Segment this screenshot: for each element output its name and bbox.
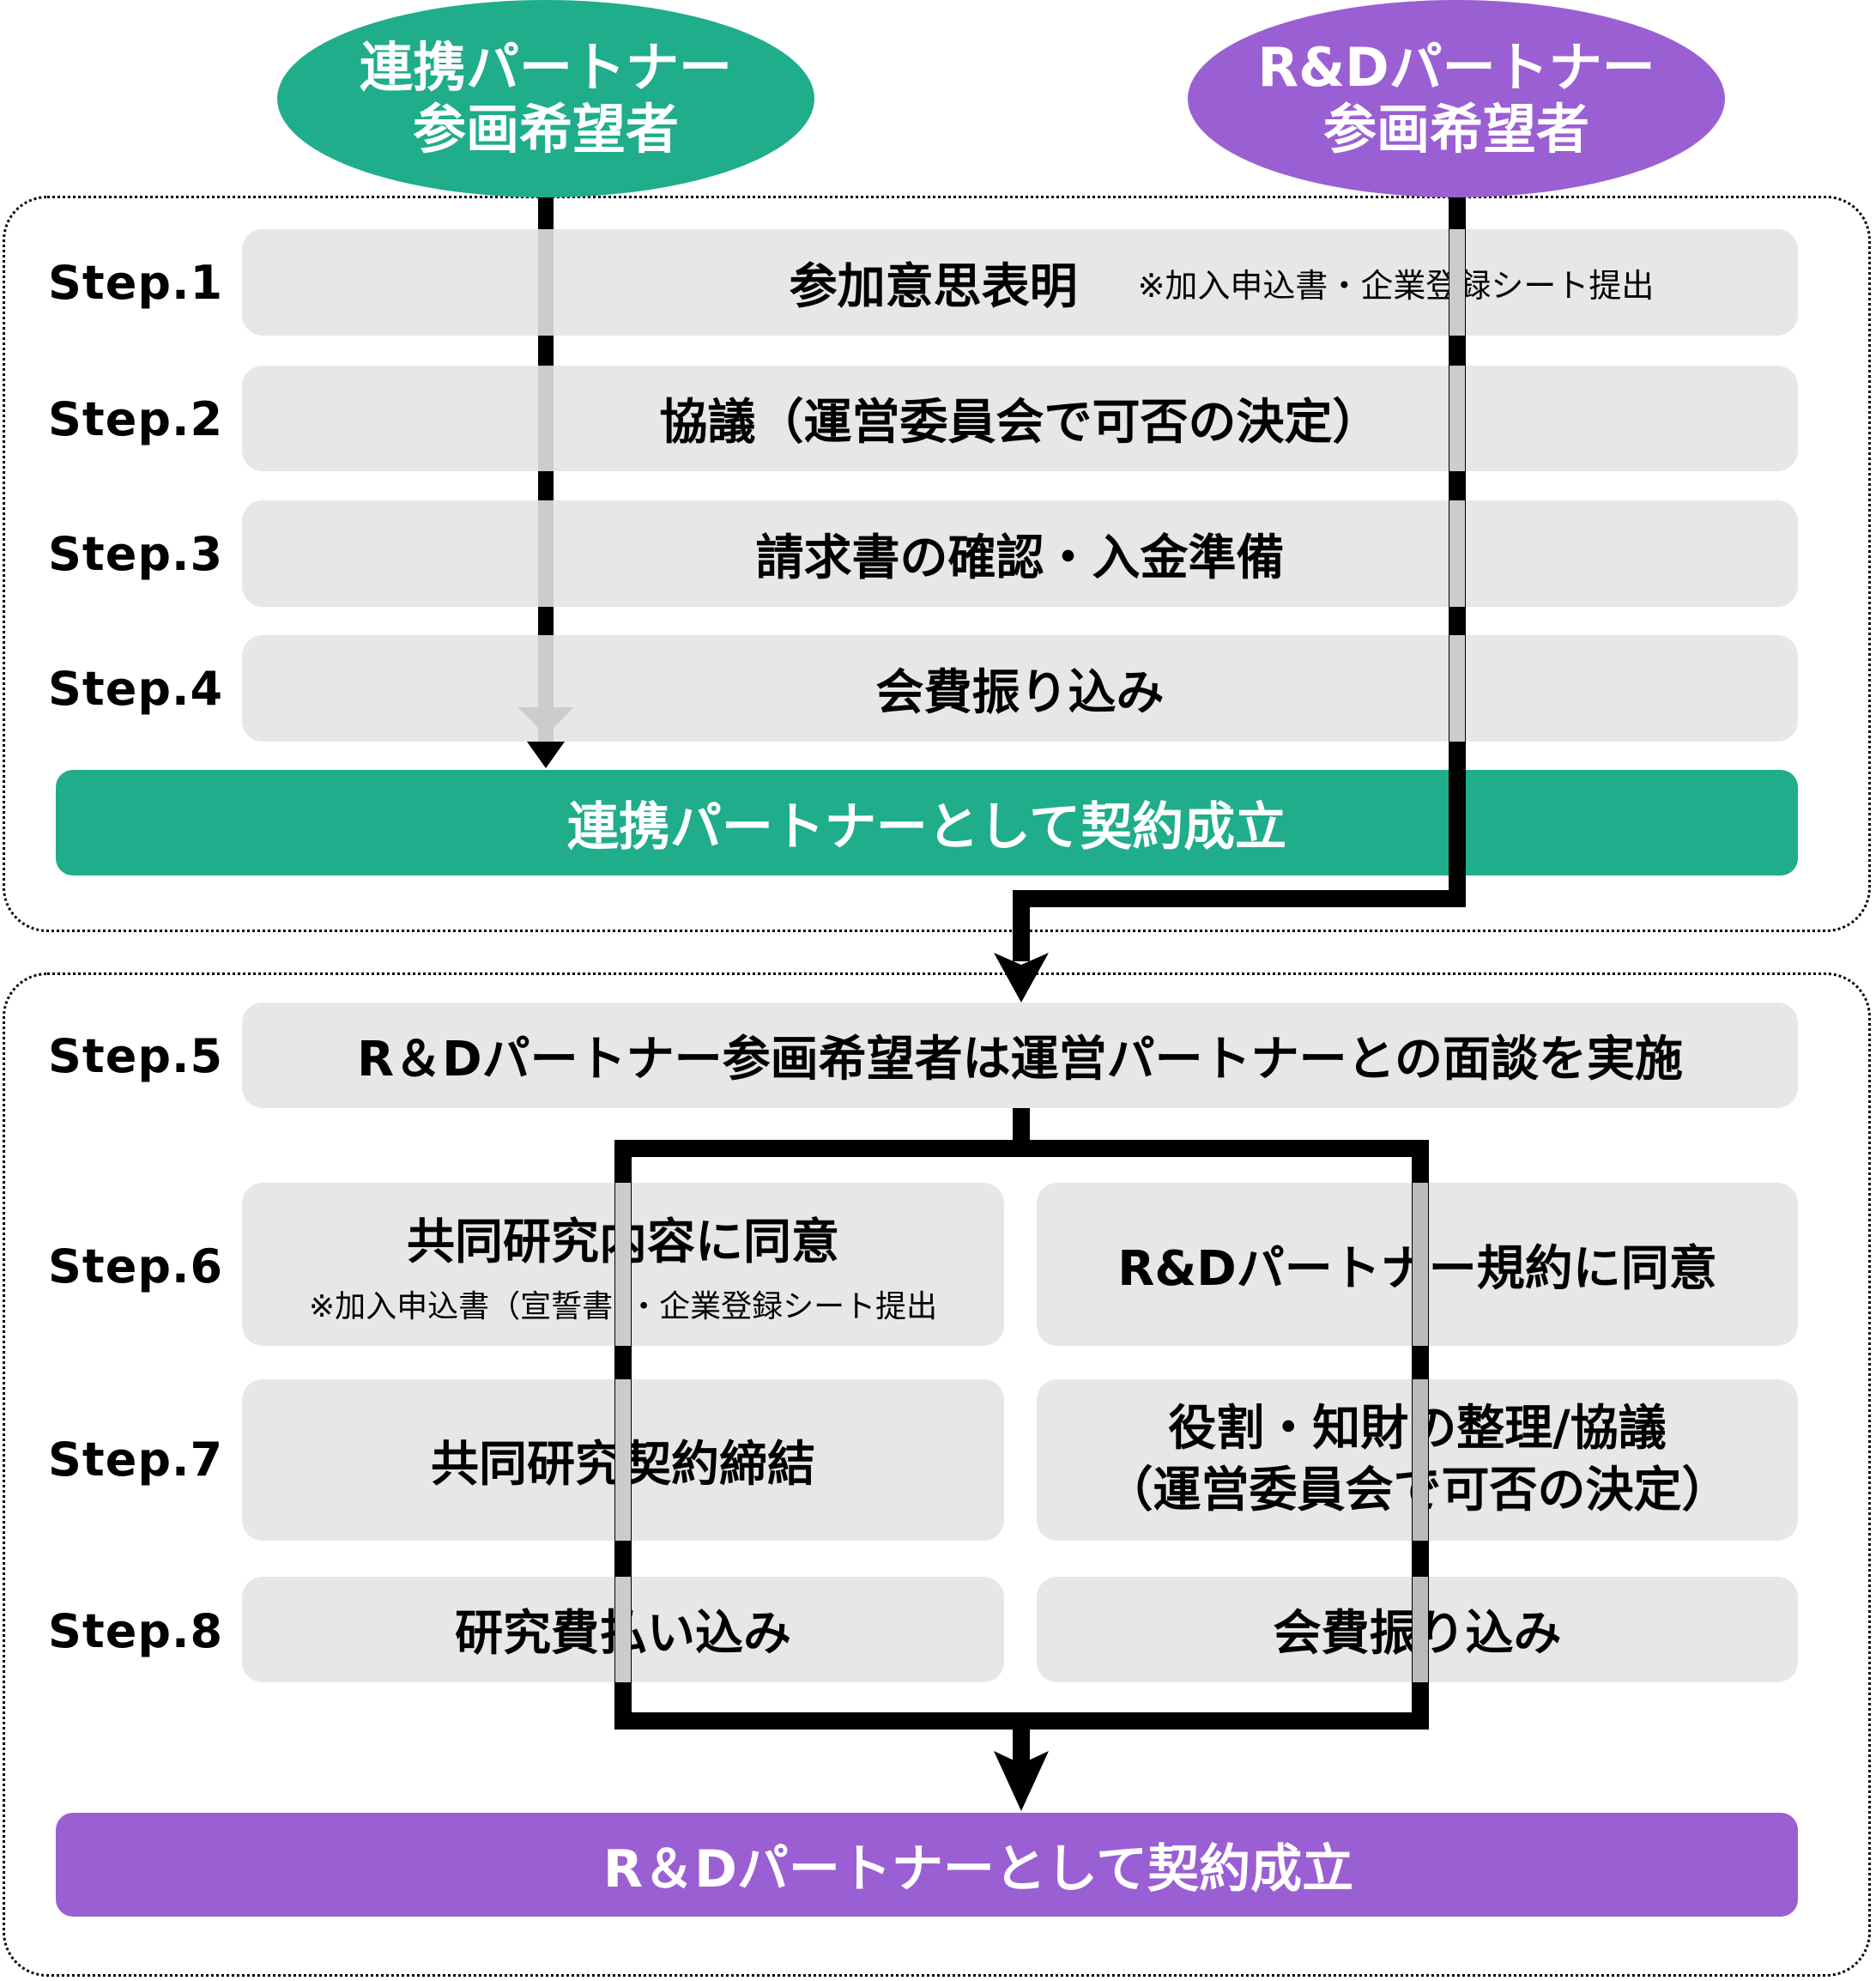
rd-contract-bar: R＆Dパートナーとして契約成立: [56, 1813, 1798, 1917]
rd-applicant-line1: R&Dパートナー: [1257, 36, 1655, 99]
step8-left-box: 研究費払い込み: [242, 1577, 1004, 1682]
rd-applicant-line2: 参画希望者: [1322, 98, 1589, 161]
renkei-contract-bar: 連携パートナーとして契約成立: [56, 770, 1798, 875]
step5-label: Step.5: [48, 1028, 224, 1083]
step8-right-box: 会費振り込み: [1037, 1577, 1798, 1682]
step2-box: 協議（運営委員会で可否の決定）: [242, 366, 1798, 471]
step6-left-note: ※加入申込書（宣誓書）・企業登録シート提出: [308, 1288, 938, 1324]
step4-box: 会費振り込み: [242, 635, 1798, 742]
step4-text: 会費振り込み: [875, 664, 1165, 721]
step8-left-text: 研究費払い込み: [455, 1606, 791, 1662]
rd-contract-text: R＆Dパートナーとして契約成立: [602, 1839, 1354, 1899]
step8-label: Step.8: [48, 1603, 224, 1658]
step1-note: ※加入申込書・企業登録シート提出: [1137, 266, 1655, 305]
step1-text: 参加意思表明: [789, 258, 1078, 315]
phase2-container: [3, 972, 1871, 1977]
step3-label: Step.3: [48, 526, 224, 581]
step2-text: 協議（運営委員会で可否の決定）: [659, 395, 1381, 451]
step7-right-line1: 役割・知財の整理/協議: [1168, 1401, 1667, 1457]
step6-right-box: R&Dパートナー規約に同意: [1037, 1183, 1798, 1346]
step7-left-text: 共同研究契約締結: [431, 1436, 815, 1493]
renkei-contract-text: 連携パートナーとして契約成立: [566, 797, 1287, 857]
step8-right-text: 会費振り込み: [1273, 1606, 1562, 1662]
step3-box: 請求書の確認・入金準備: [242, 500, 1798, 607]
step1-box: 参加意思表明 ※加入申込書・企業登録シート提出: [242, 229, 1798, 336]
step7-label: Step.7: [48, 1432, 224, 1487]
renkei-applicant-line1: 連携パートナー: [359, 36, 732, 99]
phase1-container: [3, 196, 1871, 932]
rd-applicant-node: R&Dパートナー 参画希望者: [1188, 0, 1725, 197]
renkei-applicant-node: 連携パートナー 参画希望者: [277, 0, 814, 197]
step6-right-text: R&Dパートナー規約に同意: [1117, 1240, 1717, 1297]
step7-right-box: 役割・知財の整理/協議 （運営委員会で可否の決定）: [1037, 1379, 1798, 1541]
step6-left-box: 共同研究内容に同意 ※加入申込書（宣誓書）・企業登録シート提出: [242, 1183, 1004, 1346]
step6-left-text: 共同研究内容に同意: [407, 1214, 839, 1270]
step6-label: Step.6: [48, 1239, 224, 1293]
step1-label: Step.1: [48, 255, 224, 310]
step3-text: 請求書の確認・入金準備: [755, 530, 1285, 586]
step5-box: R＆Dパートナー参画希望者は運営パートナーとの面談を実施: [242, 1003, 1798, 1108]
renkei-applicant-line2: 参画希望者: [412, 98, 679, 161]
step7-right-line2: （運営委員会で可否の決定）: [1104, 1463, 1730, 1518]
step7-left-box: 共同研究契約締結: [242, 1379, 1004, 1541]
step5-text: R＆Dパートナー参画希望者は運営パートナーとの面談を実施: [356, 1032, 1684, 1087]
step4-label: Step.4: [48, 661, 224, 716]
step2-label: Step.2: [48, 391, 224, 446]
